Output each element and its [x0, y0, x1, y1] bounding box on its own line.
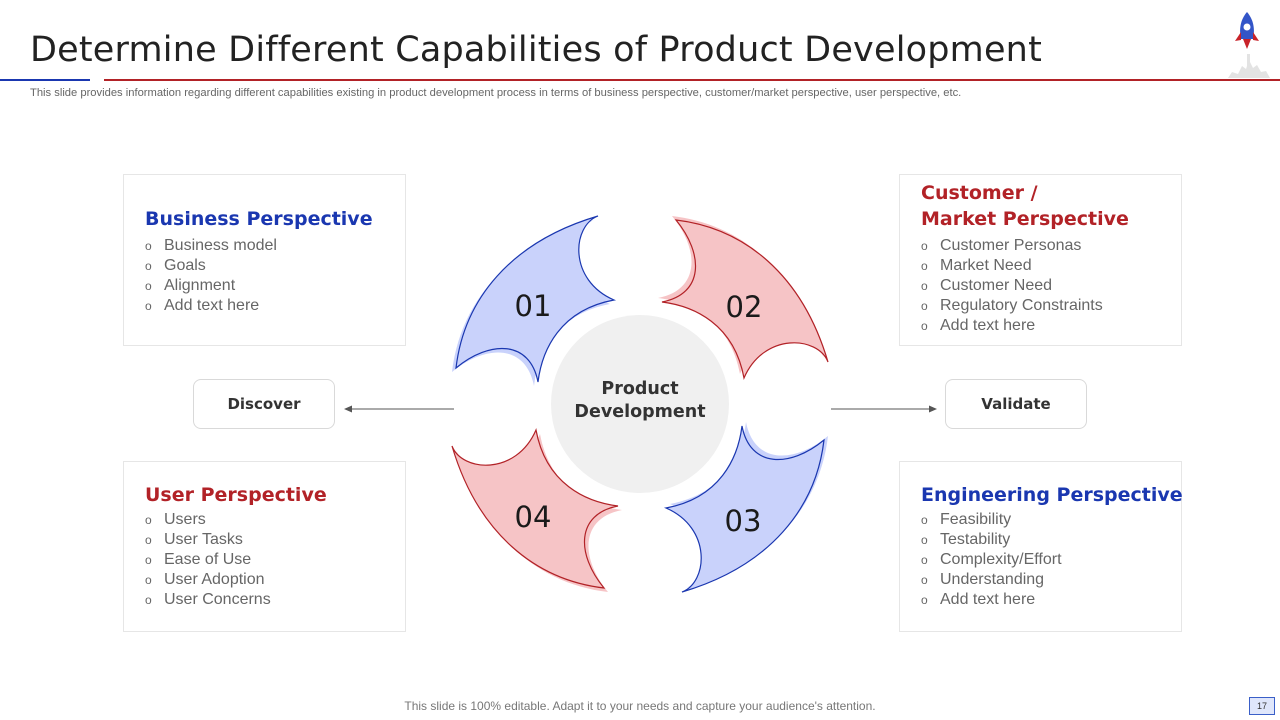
discover-label: Discover [193, 379, 335, 429]
page-subtitle: This slide provides information regardin… [30, 87, 962, 99]
product-development-cycle-diagram: 01 02 03 04 [451, 215, 829, 593]
petal-number-02: 02 [726, 290, 763, 324]
petal-number-01: 01 [515, 289, 552, 323]
card-title: Engineering Perspective [921, 484, 1183, 506]
rocket-icon [1228, 12, 1270, 78]
validate-label: Validate [945, 379, 1087, 429]
card-title-line: Market Perspective [921, 208, 1129, 230]
footer-note: This slide is 100% editable. Adapt it to… [404, 699, 876, 713]
cycle-petal-03 [663, 422, 828, 593]
card-title-line: Customer / [921, 182, 1038, 204]
center-circle [551, 315, 729, 493]
cycle-petal-04 [451, 427, 622, 592]
petal-number-03: 03 [725, 504, 762, 538]
card-title: User Perspective [145, 484, 327, 506]
card-title: Business Perspective [145, 208, 373, 230]
title-rule-red [104, 79, 1280, 81]
arrow-right-icon [831, 405, 937, 413]
card-title: Customer / Market Perspective [921, 180, 1129, 232]
cycle-petal-01 [452, 215, 617, 386]
page-title: Determine Different Capabilities of Prod… [30, 30, 1042, 70]
center-label: Product Development [574, 379, 706, 422]
cycle-petal-02 [658, 216, 829, 381]
arrow-left-icon [344, 405, 454, 413]
petal-number-04: 04 [515, 500, 552, 534]
page-number: 17 [1249, 697, 1275, 715]
title-rule-blue [0, 79, 90, 81]
